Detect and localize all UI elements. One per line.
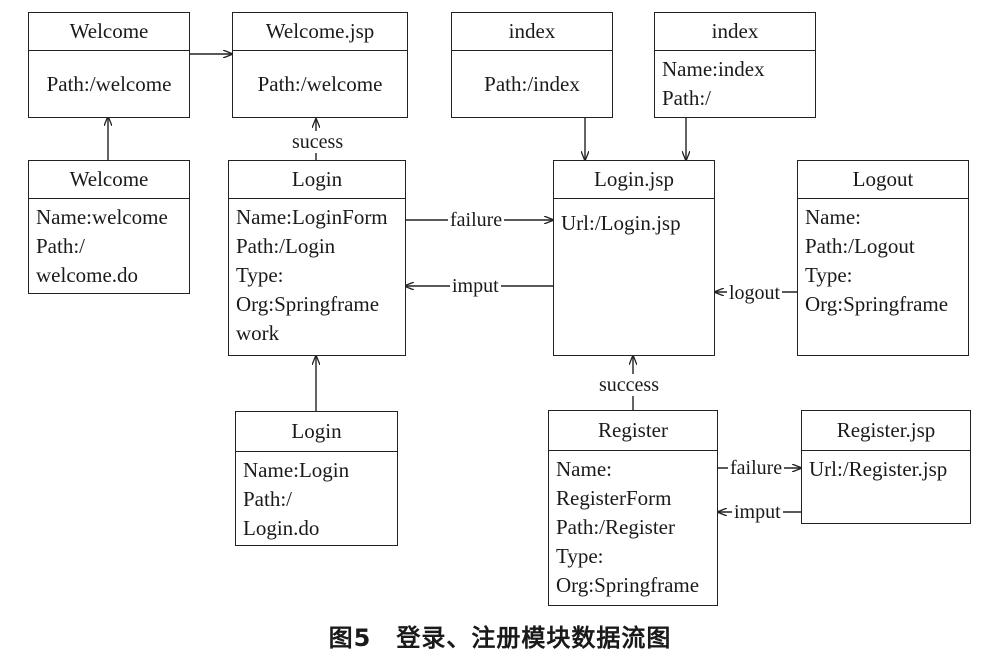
box-title: index <box>655 13 815 51</box>
edge-label-imput-login: imput <box>450 275 501 297</box>
edge-label-failure-register: failure <box>728 457 785 479</box>
box-line: welcome.do <box>36 263 139 287</box>
box-title: Logout <box>798 161 968 199</box>
box-line: Type: <box>236 263 284 287</box>
box-line: Name:index <box>662 57 765 81</box>
edge-label-failure-login: failure <box>448 209 505 231</box>
box-login-form: Login Name:LoginForm Path:/Login Type: O… <box>228 160 406 356</box>
box-line: Login.do <box>243 516 320 540</box>
box-line: Path:/Register <box>556 515 675 539</box>
box-index-a: index Path:/index <box>451 12 613 118</box>
box-line: Type: <box>805 263 853 287</box>
box-title: Login <box>229 161 405 199</box>
box-index-b: index Name:index Path:/ <box>654 12 816 118</box>
box-line: Name:Login <box>243 458 350 482</box>
box-line: Path:/ <box>36 234 86 258</box>
box-line: Org:Springframe <box>556 573 700 597</box>
box-title: Welcome <box>29 161 189 199</box>
box-line: Name:welcome <box>36 205 168 229</box>
edge-label-imput-register: imput <box>732 501 783 523</box>
box-line: Url:/Register.jsp <box>809 457 948 481</box>
box-title: index <box>452 13 612 51</box>
box-line: Name:LoginForm <box>236 205 388 229</box>
edge-label-sucess: sucess <box>290 131 346 153</box>
box-title: Register.jsp <box>802 411 970 451</box>
box-title: Welcome.jsp <box>233 13 407 51</box>
box-line: Url:/Login.jsp <box>561 211 681 235</box>
box-line: Path:/ <box>662 86 712 110</box>
edge-label-success-register: success <box>597 374 661 396</box>
box-line: Org:Springframe <box>805 292 949 316</box>
box-line: Name: <box>556 457 612 481</box>
box-line: work <box>236 321 280 345</box>
box-welcome: Welcome Path:/welcome <box>28 12 190 118</box>
box-welcome-jsp: Welcome.jsp Path:/welcome <box>232 12 408 118</box>
edge-label-logout: logout <box>727 282 783 304</box>
box-line: Org:Springframe <box>236 292 380 316</box>
figure-caption: 图5 登录、注册模块数据流图 <box>328 624 672 652</box>
box-title: Register <box>549 411 717 451</box>
box-line: Path:/Logout <box>805 234 915 258</box>
box-login-jsp: Login.jsp Url:/Login.jsp <box>553 160 715 356</box>
box-line: Path:/welcome <box>46 71 172 96</box>
box-line: Path:/index <box>484 71 580 96</box>
box-title: Login.jsp <box>554 161 714 199</box>
box-line: Type: <box>556 544 604 568</box>
box-title: Login <box>236 412 397 452</box>
box-line: RegisterForm <box>556 486 672 510</box>
box-line: Path:/Login <box>236 234 336 258</box>
box-line: Path:/welcome <box>257 71 383 96</box>
box-line: Name: <box>805 205 861 229</box>
box-title: Welcome <box>29 13 189 51</box>
box-register-jsp: Register.jsp Url:/Register.jsp <box>801 410 971 524</box>
box-login-do: Login Name:Login Path:/ Login.do <box>235 411 398 546</box>
box-line: Path:/ <box>243 487 293 511</box>
box-register: Register Name: RegisterForm Path:/Regist… <box>548 410 718 606</box>
box-logout: Logout Name: Path:/Logout Type: Org:Spri… <box>797 160 969 356</box>
box-welcome-do: Welcome Name:welcome Path:/ welcome.do <box>28 160 190 294</box>
